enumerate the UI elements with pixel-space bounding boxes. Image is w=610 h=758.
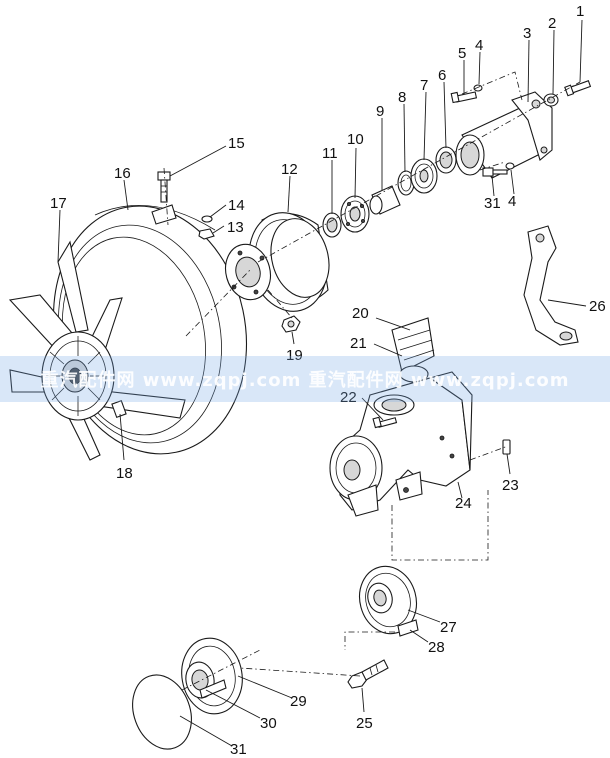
seal-6 [435,146,457,174]
pulley-12 [224,212,330,312]
fan-clutch [41,331,115,421]
callout-21: 21 [350,335,367,352]
callout-30: 30 [260,715,277,732]
washer-4a [473,84,483,92]
callout-25: 25 [356,715,373,732]
bolt-22 [372,416,398,429]
water-pump-24 [329,371,473,517]
callout-18: 18 [116,465,133,482]
bracket-26 [523,225,579,346]
callout-27: 27 [440,619,457,636]
callout-7: 7 [420,77,428,94]
bolt-18 [111,400,127,418]
callout-8: 8 [398,89,406,106]
ring-8 [397,170,415,196]
bolt-1 [564,80,592,97]
fan-blades [8,240,186,461]
callout-12: 12 [281,161,298,178]
washer-14 [201,215,213,223]
cover-29-30 [181,637,243,715]
gasket-31 [132,674,192,750]
bolt-31a [482,167,508,177]
key-28 [397,619,419,637]
callout-20: 20 [352,305,369,322]
callout-11: 11 [322,145,338,162]
nut-19 [281,315,301,333]
callout-26: 26 [589,298,606,315]
callout-9: 9 [376,103,384,120]
callout-31a: 31 [230,741,247,758]
callout-29: 29 [290,693,307,710]
callout-labels: 1 2 3 4 5 6 7 8 9 10 11 12 13 14 15 16 1… [50,3,606,758]
callout-3: 3 [523,25,531,42]
callout-15: 15 [228,135,245,152]
leader-lines [57,19,587,747]
callout-28: 28 [428,639,445,656]
bearing-housing-3 [455,91,553,179]
bearing-7 [410,158,438,194]
washer-2 [543,93,559,107]
callout-17: 17 [50,195,67,212]
bolt-15 [157,171,171,203]
callout-14: 14 [228,197,245,214]
callout-23: 23 [502,477,519,494]
bearing-10 [340,195,370,233]
bolt-5 [450,91,478,104]
callout-5: 5 [458,45,466,62]
callout-31b: 31 [484,195,501,212]
pin-23 [502,439,511,455]
pulley-27 [359,565,417,635]
callout-4a: 4 [475,37,483,54]
callout-13: 13 [227,219,244,236]
callout-24: 24 [455,495,472,512]
center-lines [163,71,581,691]
callout-2: 2 [548,15,556,32]
callout-22: 22 [340,389,357,406]
spacer-9 [369,185,401,215]
watermark-text: 重汽配件网 www.zqpj.com 重汽配件网 www.zqpj.com [40,370,570,391]
washer-4b [505,162,515,170]
callout-10: 10 [347,131,364,148]
callout-19: 19 [286,347,303,364]
nut-13 [198,228,215,240]
seal-11 [322,212,342,238]
bolt-25 [347,659,389,689]
watermark-band [0,356,610,402]
callout-1: 1 [576,3,584,20]
callout-16: 16 [114,165,131,182]
callout-4b: 4 [508,193,516,210]
callout-6: 6 [438,67,446,84]
